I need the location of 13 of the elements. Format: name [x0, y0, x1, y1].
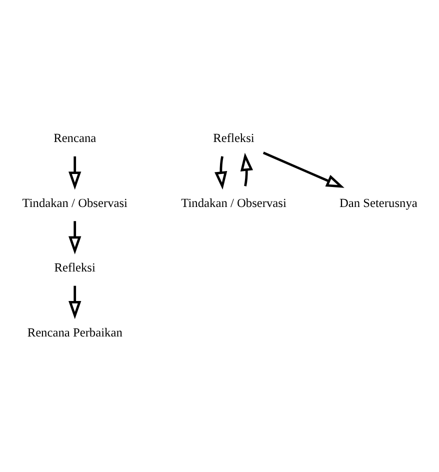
arrow: [68, 156, 82, 190]
arrow: [214, 156, 228, 190]
node-text: Dan Seterusnya: [339, 196, 418, 210]
arrow: [68, 286, 82, 320]
node-text: Tindakan / Observasi: [181, 196, 286, 210]
node-text: Refleksi: [213, 131, 254, 146]
arrow: [240, 152, 254, 186]
node-text: Rencana Perbaikan: [27, 325, 122, 340]
arrow: [68, 221, 82, 254]
arrow: [262, 152, 344, 188]
node-text: Rencana: [54, 131, 96, 146]
node-text: Refleksi: [54, 260, 96, 275]
node-text: Tindakan / Observasi: [22, 196, 128, 210]
